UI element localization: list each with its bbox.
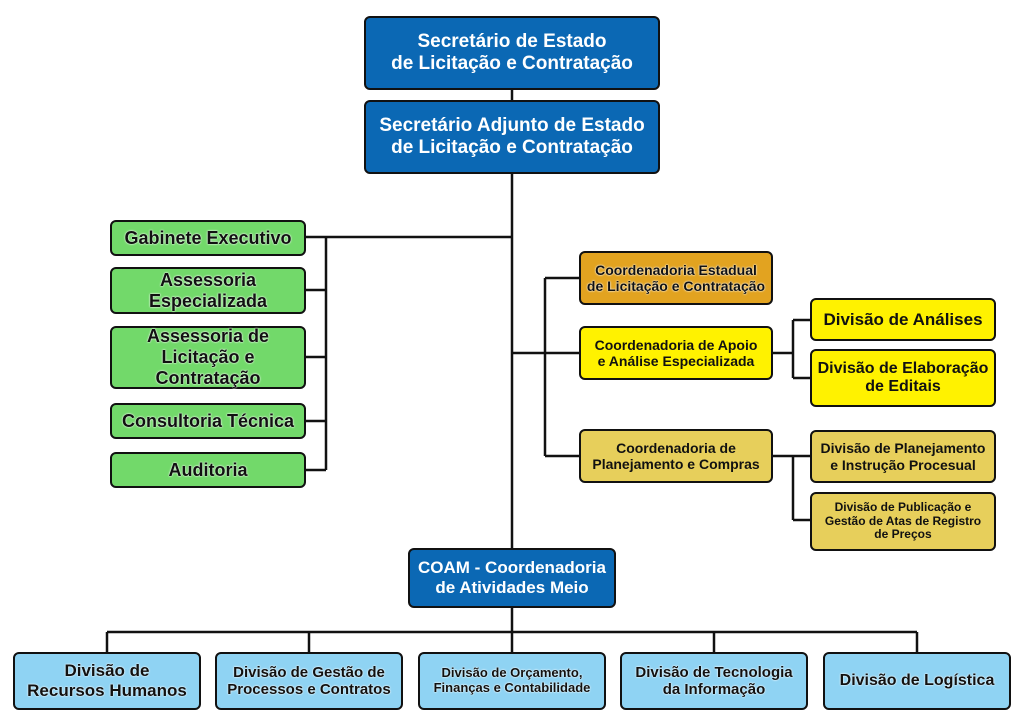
divisao-recursos-humanos-box: Divisão de Recursos Humanos: [13, 652, 201, 710]
coordenadoria-apoio-box: Coordenadoria de Apoio e Análise Especia…: [579, 326, 773, 380]
coam-label: COAM - Coordenadoria de Atividades Meio: [418, 558, 606, 597]
divisao-tecnologia-label: Divisão de Tecnologia da Informação: [635, 663, 793, 698]
gabinete-executivo-box: Gabinete Executivo: [110, 220, 306, 256]
coordenadoria-planejamento-box: Coordenadoria de Planejamento e Compras: [579, 429, 773, 483]
coordenadoria-estadual-label: Coordenadoria Estadual de Licitação e Co…: [586, 261, 766, 294]
divisao-analises-label: Divisão de Análises: [823, 309, 983, 329]
secretario-adjunto-label: Secretário Adjunto de Estado de Licitaçã…: [379, 115, 645, 158]
coordenadoria-apoio-label: Coordenadoria de Apoio e Análise Especia…: [594, 336, 758, 369]
gabinete-executivo-label: Gabinete Executivo: [124, 227, 292, 248]
divisao-planejamento-box: Divisão de Planejamento e Instrução Proc…: [810, 430, 996, 483]
divisao-recursos-humanos-label: Divisão de Recursos Humanos: [27, 661, 187, 700]
secretario-label: Secretário de Estado de Licitação e Cont…: [391, 31, 633, 74]
coordenadoria-planejamento-label: Coordenadoria de Planejamento e Compras: [592, 439, 760, 472]
coordenadoria-estadual-box: Coordenadoria Estadual de Licitação e Co…: [579, 251, 773, 305]
auditoria-label: Auditoria: [168, 459, 248, 480]
coam-box: COAM - Coordenadoria de Atividades Meio: [408, 548, 616, 608]
divisao-logistica-box: Divisão de Logística: [823, 652, 1011, 710]
consultoria-tecnica-box: Consultoria Técnica: [110, 403, 306, 439]
assessoria-licitacao-box: Assessoria de Licitação e Contratação: [110, 326, 306, 389]
consultoria-tecnica-label: Consultoria Técnica: [121, 410, 295, 431]
divisao-elaboracao-editais-label: Divisão de Elaboração de Editais: [817, 359, 989, 395]
assessoria-especializada-box: Assessoria Especializada: [110, 267, 306, 314]
divisao-elaboracao-editais-box: Divisão de Elaboração de Editais: [810, 349, 996, 407]
divisao-orcamento-box: Divisão de Orçamento, Finanças e Contabi…: [418, 652, 606, 710]
divisao-analises-box: Divisão de Análises: [810, 298, 996, 341]
divisao-publicacao-label: Divisão de Publicação e Gestão de Atas d…: [824, 499, 982, 542]
divisao-gestao-processos-box: Divisão de Gestão de Processos e Contrat…: [215, 652, 403, 710]
divisao-tecnologia-box: Divisão de Tecnologia da Informação: [620, 652, 808, 710]
divisao-orcamento-label: Divisão de Orçamento, Finanças e Contabi…: [433, 665, 591, 695]
secretario-box: Secretário de Estado de Licitação e Cont…: [364, 16, 660, 90]
divisao-gestao-processos-label: Divisão de Gestão de Processos e Contrat…: [227, 663, 391, 698]
assessoria-especializada-label: Assessoria Especializada: [148, 269, 268, 311]
divisao-publicacao-box: Divisão de Publicação e Gestão de Atas d…: [810, 492, 996, 551]
divisao-logistica-label: Divisão de Logística: [839, 671, 995, 689]
assessoria-licitacao-label: Assessoria de Licitação e Contratação: [146, 326, 270, 388]
auditoria-box: Auditoria: [110, 452, 306, 488]
divisao-planejamento-label: Divisão de Planejamento e Instrução Proc…: [820, 440, 986, 473]
secretario-adjunto-box: Secretário Adjunto de Estado de Licitaçã…: [364, 100, 660, 174]
